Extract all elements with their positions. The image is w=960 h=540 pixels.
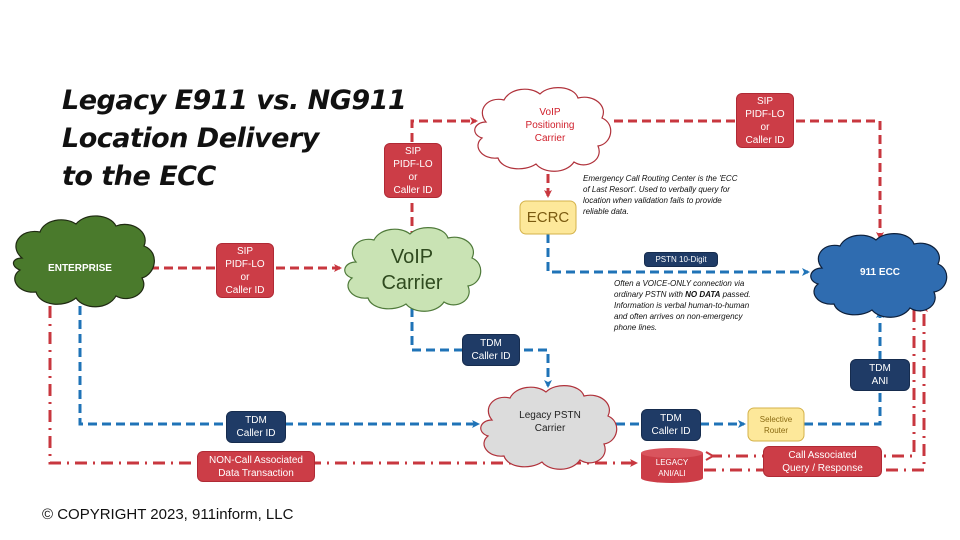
enterprise-label: ENTERPRISE	[20, 250, 140, 286]
pstn-note-bold: NO DATA	[685, 290, 721, 299]
flow-voip-to-pstn	[410, 308, 552, 388]
ecrc-note-line: location when validation fails to provid…	[583, 196, 722, 205]
or-line: or	[408, 171, 418, 183]
or-line: or	[760, 121, 770, 133]
ecrc-note-line: reliable data.	[583, 207, 629, 216]
call-assoc-line-2: Query / Response	[782, 462, 863, 474]
sip-label-positioning-ecc: SIP PIDF-LO or Caller ID	[736, 93, 794, 148]
call-associated-label: Call Associated Query / Response	[763, 446, 882, 477]
non-call-associated-label: NON-Call Associated Data Transaction	[197, 451, 315, 482]
caller-id-line: Caller ID	[471, 351, 511, 362]
pidf-lo-line: PIDF-LO	[225, 258, 265, 270]
pstn-line-2: Carrier	[534, 423, 566, 434]
sip-line: SIP	[236, 245, 254, 257]
sip-label-enterprise: SIP PIDF-LO or Caller ID	[216, 243, 274, 298]
cloud-voip-carrier	[344, 227, 482, 312]
caller-id-line: Caller ID	[236, 428, 276, 439]
pstn-note-line: phone lines.	[614, 323, 658, 332]
voip-carrier-label: VoIP Carrier	[352, 240, 472, 300]
pstn-line-1: Legacy PSTN	[519, 410, 581, 421]
flow-enterprise-to-pstn	[78, 306, 480, 428]
flow-ecrc-to-ecc	[546, 234, 810, 276]
tdm-label-voip-pstn: TDM Caller ID	[462, 334, 520, 366]
ecrc-label: ECRC	[520, 201, 576, 234]
legacy-ani-ali-database	[641, 448, 703, 483]
cloud-voip-positioning	[474, 87, 612, 172]
caller-id-line: Caller ID	[225, 284, 265, 296]
ani-ali-label: LEGACY ANI/ALI	[641, 455, 703, 481]
ecc-text: 911 ECC	[859, 266, 901, 278]
tdm-line: TDM	[480, 338, 502, 349]
flow-voip-to-positioning	[410, 117, 478, 240]
positioning-line-2: Positioning	[525, 119, 575, 131]
cloud-911-ecc	[810, 233, 948, 318]
flow-positioning-to-ecc	[614, 119, 884, 240]
ecrc-note: Emergency Call Routing Center is the 'EC…	[583, 173, 783, 217]
caller-id-line: Caller ID	[393, 184, 433, 196]
positioning-line-3: Carrier	[534, 132, 566, 144]
voip-carrier-line-2: Carrier	[381, 272, 443, 294]
ecrc-box	[519, 200, 577, 235]
pstn-note-line: Often a VOICE-ONLY connection via	[614, 279, 745, 288]
enterprise-text: ENTERPRISE	[48, 262, 112, 274]
tdm-line: TDM	[245, 415, 267, 426]
pstn-note-text: ordinary PSTN with	[614, 290, 686, 299]
tdm-label-ani: TDM ANI	[850, 359, 910, 391]
pstn-note-line: ordinary PSTN with NO DATA passed.	[614, 289, 814, 300]
ecrc-note-line: Emergency Call Routing Center is the 'EC…	[583, 174, 738, 183]
ecrc-note-line: of Last Resort'. Used to verbally query …	[583, 185, 730, 194]
ecc-label: 911 ECC	[820, 260, 940, 284]
pstn-10-digit-text: PSTN 10-Digit	[655, 255, 707, 264]
voip-positioning-label: VoIP Positioning Carrier	[490, 100, 610, 150]
ani-ali-line-2: ANI/ALI	[658, 469, 686, 478]
caller-id-line: Caller ID	[745, 134, 785, 146]
flow-response	[704, 304, 928, 472]
ani-ali-line-1: LEGACY	[655, 458, 689, 467]
non-call-line-2: Data Transaction	[218, 467, 294, 479]
voip-carrier-line-1: VoIP	[390, 246, 434, 268]
router-line-2: Router	[763, 425, 788, 435]
ani-line: ANI	[871, 376, 889, 387]
selective-router-label: Selective Router	[748, 408, 804, 441]
title-line-3: to the ECC	[62, 161, 216, 192]
sip-line: SIP	[756, 95, 774, 107]
tdm-line: TDM	[660, 413, 682, 424]
sip-label-voip-up: SIP PIDF-LO or Caller ID	[384, 143, 442, 198]
pstn-note-text: passed.	[720, 290, 751, 299]
cloud-enterprise	[12, 215, 155, 308]
pstn-note: Often a VOICE-ONLY connection via ordina…	[614, 278, 814, 333]
tdm-label-enterprise-pstn: TDM Caller ID	[226, 411, 286, 443]
flow-router-to-ecc	[804, 310, 884, 426]
caller-id-line: Caller ID	[651, 426, 691, 437]
ecrc-text: ECRC	[526, 209, 570, 226]
tdm-label-pstn-router: TDM Caller ID	[641, 409, 701, 441]
tdm-line: TDM	[869, 363, 891, 374]
pidf-lo-line: PIDF-LO	[745, 108, 785, 120]
cloud-legacy-pstn	[480, 385, 618, 470]
or-line: or	[240, 271, 250, 283]
router-line-1: Selective	[759, 414, 793, 424]
selective-router-box	[747, 407, 805, 442]
positioning-line-1: VoIP	[539, 106, 561, 118]
flow-enterprise-to-ani-ali	[48, 306, 638, 467]
page-title: Legacy E911 vs. NG911 Location Delivery …	[62, 82, 407, 196]
legacy-pstn-label: Legacy PSTN Carrier	[490, 402, 610, 442]
call-assoc-line-1: Call Associated	[788, 449, 857, 461]
pidf-lo-line: PIDF-LO	[393, 158, 433, 170]
pstn-note-line: and often arrives on non-emergency	[614, 312, 743, 321]
non-call-line-1: NON-Call Associated	[209, 454, 303, 466]
pstn-10-digit-label: PSTN 10-Digit	[644, 252, 718, 267]
pstn-note-line: Information is verbal human-to-human	[614, 301, 750, 310]
sip-line: SIP	[404, 145, 422, 157]
title-line-1: Legacy E911 vs. NG911	[62, 85, 407, 116]
title-line-2: Location Delivery	[62, 123, 319, 154]
copyright: © COPYRIGHT 2023, 911inform, LLC	[42, 506, 294, 523]
